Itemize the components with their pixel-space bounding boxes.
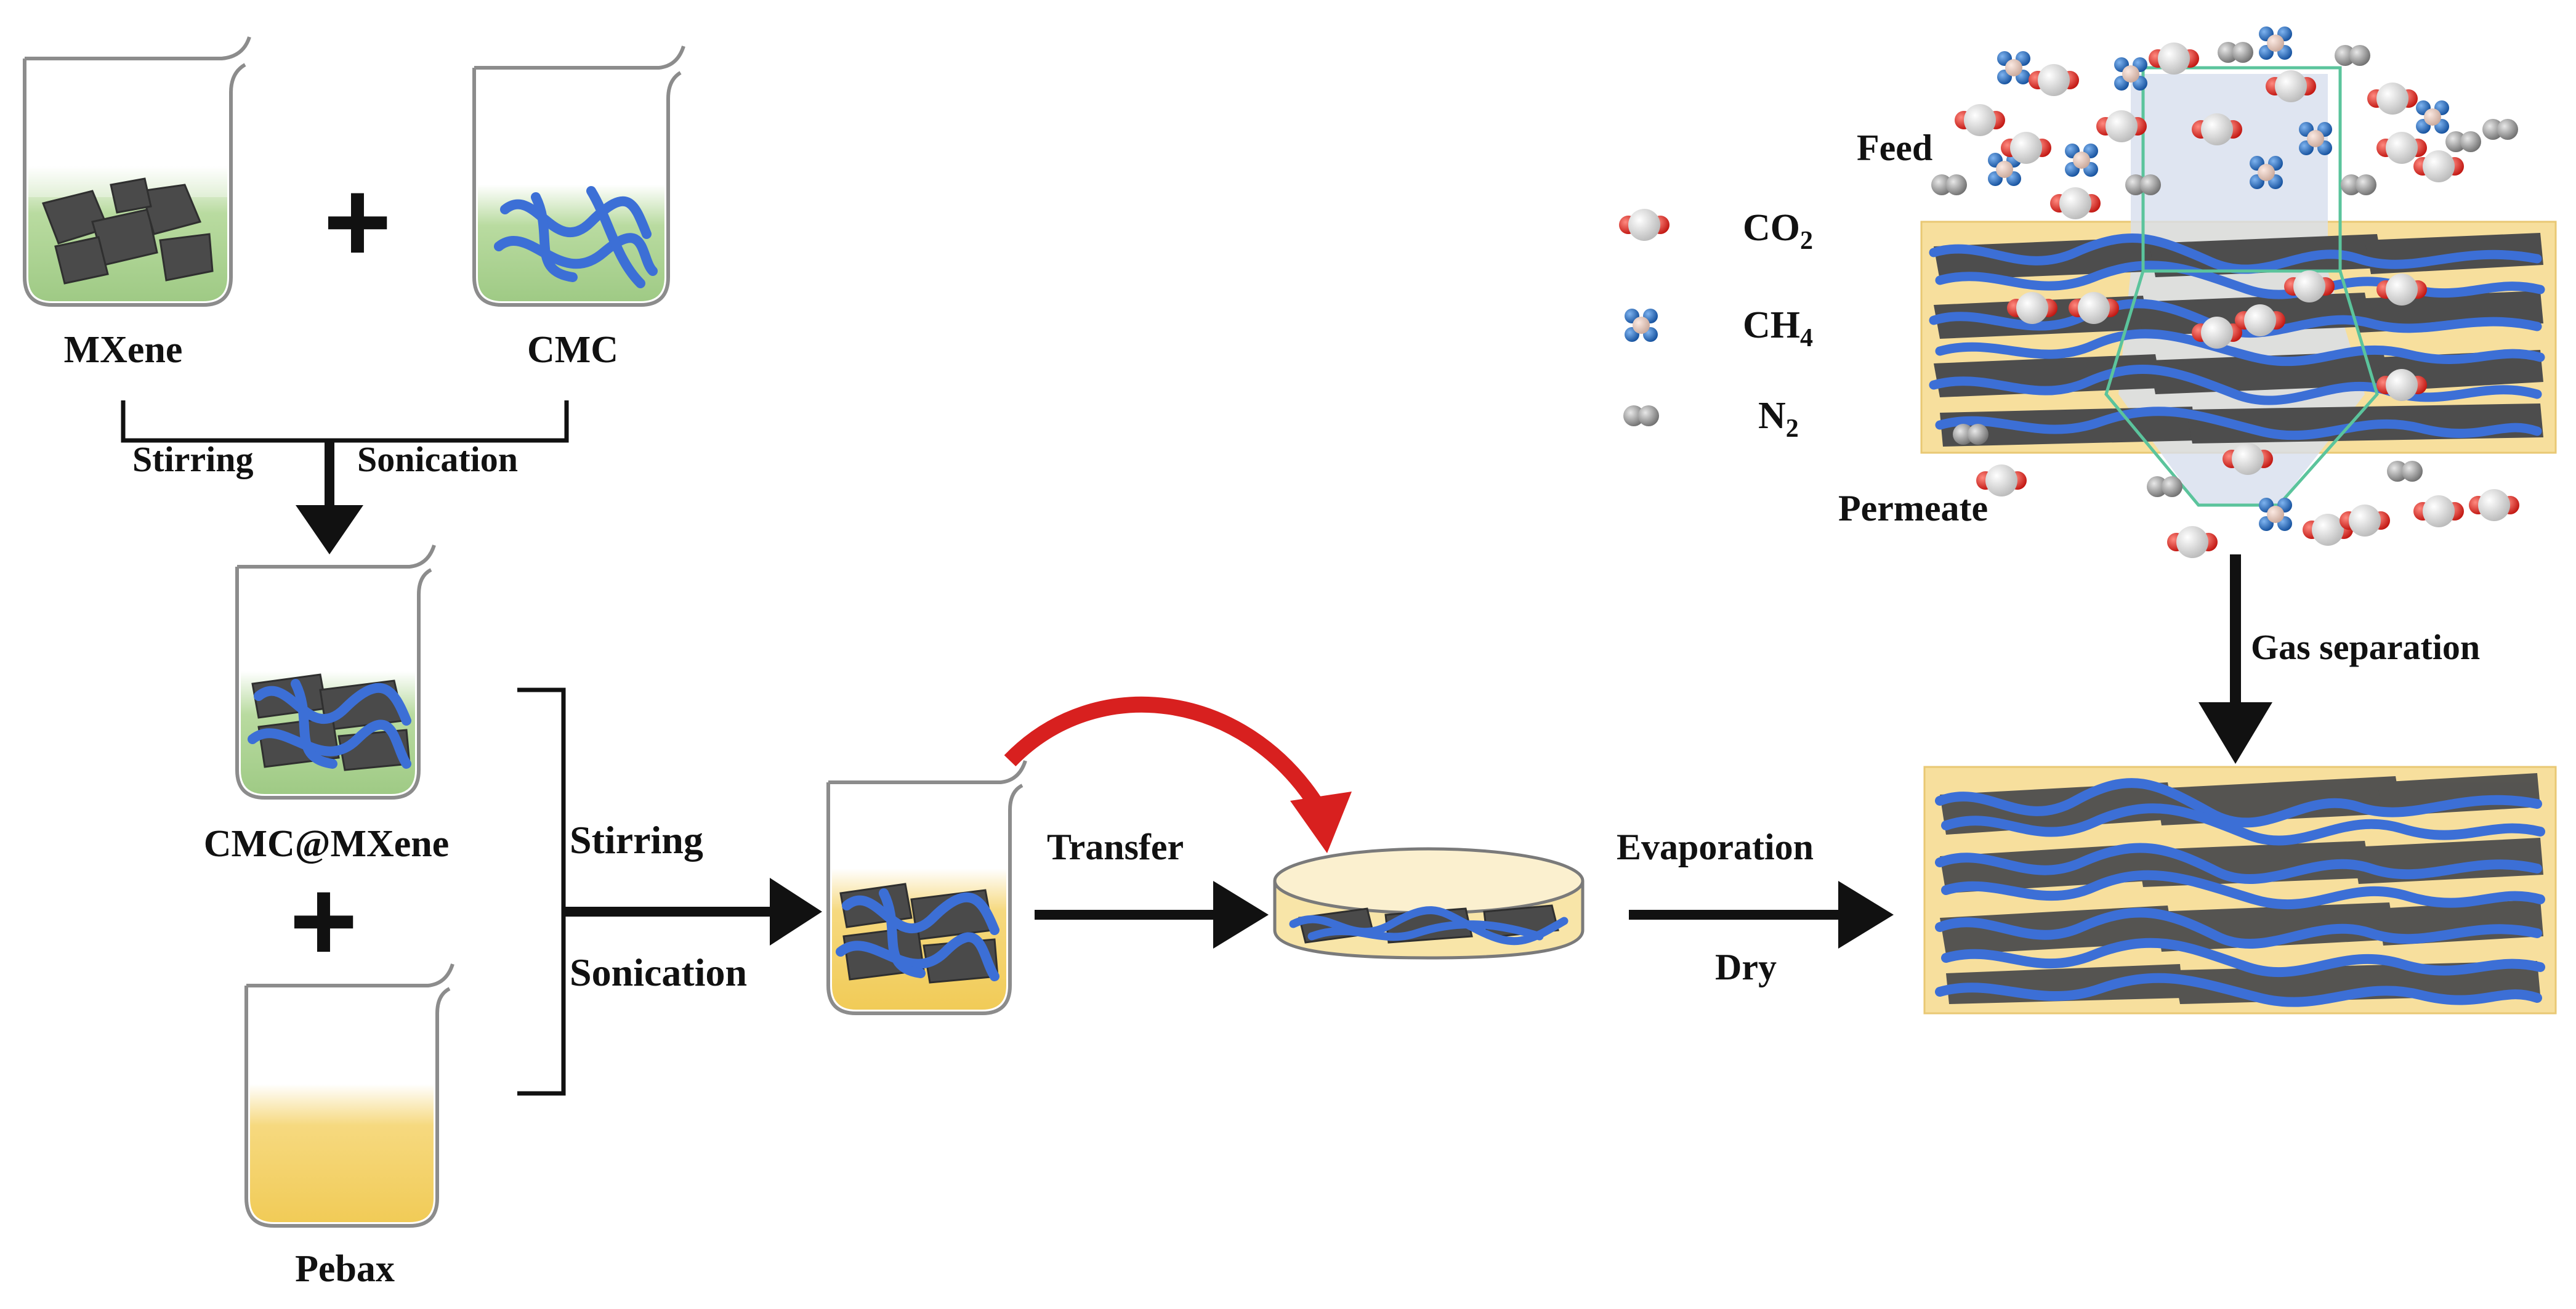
co2-legend-label: CO2 <box>1743 207 1813 255</box>
dry-label: Dry <box>1715 947 1777 987</box>
permeate-label: Permeate <box>1838 488 1988 529</box>
right-arrow-2-head <box>1213 881 1269 949</box>
pour-arrow-head <box>1290 792 1352 853</box>
right-arrow-3-head <box>1838 881 1894 949</box>
down-arrow-1-head <box>296 505 363 554</box>
mixed-solution-beaker <box>826 760 1027 1015</box>
co2-icon <box>1619 209 1670 241</box>
ch4-icon <box>1625 309 1658 342</box>
mxene-beaker <box>23 36 251 307</box>
pebax-label: Pebax <box>295 1248 395 1290</box>
evaporation-label: Evaporation <box>1617 827 1814 867</box>
pour-arrow <box>1004 696 1325 811</box>
merge-bracket-1 <box>121 400 569 443</box>
ch4-legend-label: CH4 <box>1743 304 1813 352</box>
cmc-mxene-label: CMC@MXene <box>204 823 450 865</box>
pebax-beaker <box>244 963 454 1228</box>
plus-sign-1: + <box>323 156 392 287</box>
mxene-label: MXene <box>64 329 183 371</box>
stirring-label-2: Stirring <box>570 818 703 862</box>
sonication-label-1: Sonication <box>357 439 518 479</box>
transfer-label: Transfer <box>1047 827 1184 867</box>
sonication-label-2: Sonication <box>570 950 747 994</box>
petri-dish <box>1273 847 1585 960</box>
final-membrane <box>1923 766 2557 1015</box>
plus-sign-2: + <box>289 856 358 986</box>
cmc-beaker <box>472 46 685 307</box>
merge-bracket-2 <box>517 687 566 1096</box>
cmc-mxene-beaker <box>235 545 436 800</box>
cmc-label: CMC <box>527 329 618 371</box>
n2-legend-label: N2 <box>1758 395 1799 443</box>
feed-label: Feed <box>1857 128 1932 168</box>
gas-separation-label: Gas separation <box>2251 627 2480 667</box>
down-arrow-2-head <box>2198 702 2272 764</box>
n2-icon <box>1623 405 1659 426</box>
molecule-legend: CO2 CH4 N2 <box>1619 207 1813 443</box>
right-arrow-1-head <box>770 878 822 946</box>
stirring-label-1: Stirring <box>132 439 254 479</box>
